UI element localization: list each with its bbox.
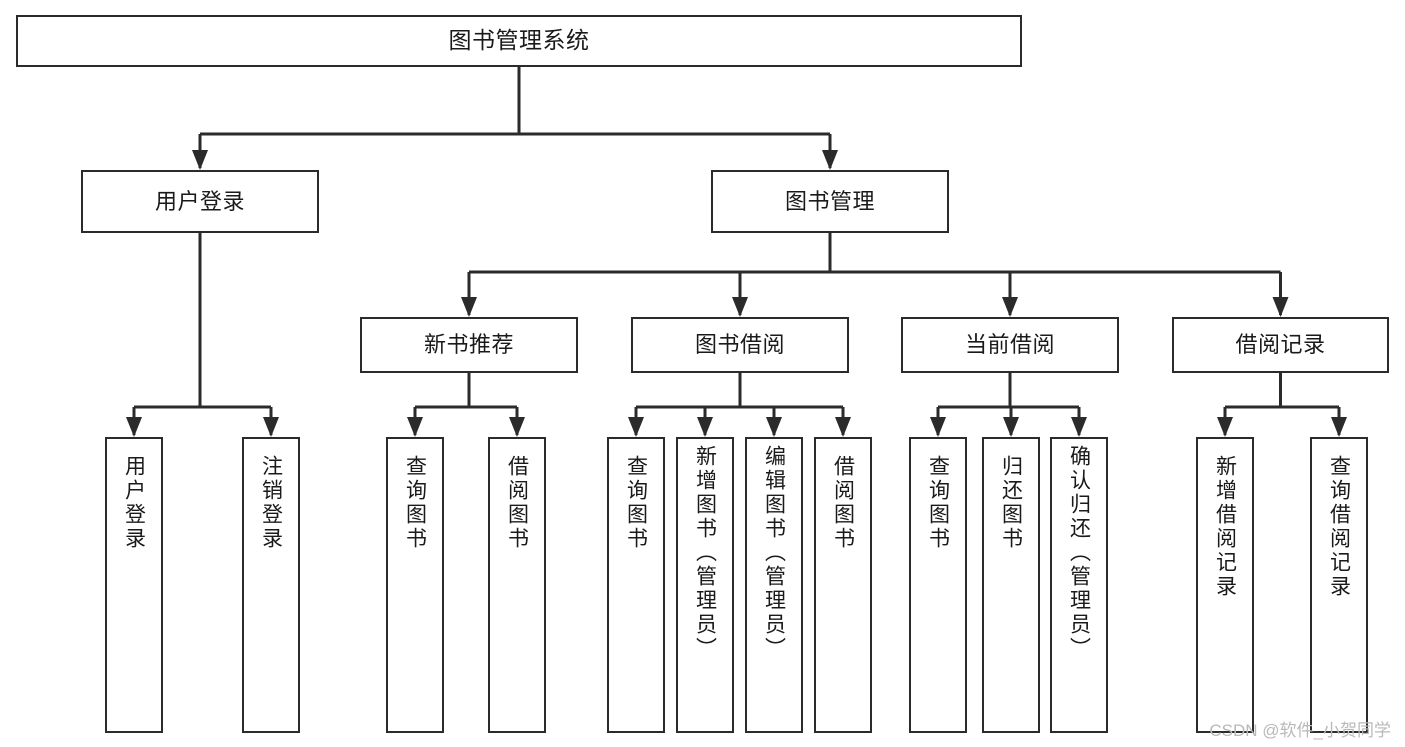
node-leaf-leaf-edit-book[interactable]: 编辑图书（管理员） bbox=[745, 437, 803, 733]
node-label: 图书管理系统 bbox=[448, 27, 590, 54]
node-root-root[interactable]: 图书管理系统 bbox=[16, 15, 1022, 67]
arrowhead-icon bbox=[461, 297, 477, 317]
node-leaf-leaf-query-book-2[interactable]: 查询图书 bbox=[607, 437, 665, 733]
node-label: 确认归还（管理员） bbox=[1067, 445, 1091, 661]
node-label: 当前借阅 bbox=[964, 332, 1055, 358]
node-label: 归还图书 bbox=[999, 455, 1023, 551]
arrowhead-icon bbox=[732, 297, 748, 317]
arrowhead-icon bbox=[766, 417, 782, 437]
node-leaf-leaf-borrow-book-2[interactable]: 借阅图书 bbox=[814, 437, 872, 733]
node-label: 新增图书（管理员） bbox=[693, 445, 717, 661]
arrowhead-icon bbox=[126, 417, 142, 437]
node-label: 图书管理 bbox=[784, 188, 875, 214]
node-leaf-leaf-user-login[interactable]: 用户登录 bbox=[105, 437, 163, 733]
node-label: 用户登录 bbox=[154, 188, 245, 214]
node-label: 新书推荐 bbox=[423, 332, 514, 358]
node-label: 查询图书 bbox=[926, 455, 950, 551]
node-leaf-leaf-query-book-1[interactable]: 查询图书 bbox=[386, 437, 444, 733]
node-category-borrow-record[interactable]: 借阅记录 bbox=[1172, 317, 1389, 373]
arrowhead-icon bbox=[1003, 417, 1019, 437]
arrowhead-icon bbox=[407, 417, 423, 437]
node-label: 用户登录 bbox=[122, 455, 146, 551]
node-leaf-leaf-return-book[interactable]: 归还图书 bbox=[982, 437, 1040, 733]
arrowhead-icon bbox=[697, 417, 713, 437]
node-label: 借阅图书 bbox=[831, 455, 855, 551]
node-category-current-borrow[interactable]: 当前借阅 bbox=[901, 317, 1119, 373]
arrowhead-icon bbox=[1071, 417, 1087, 437]
node-leaf-leaf-query-book-3[interactable]: 查询图书 bbox=[909, 437, 967, 733]
node-label: 新增借阅记录 bbox=[1213, 455, 1237, 599]
node-leaf-leaf-query-record[interactable]: 查询借阅记录 bbox=[1310, 437, 1368, 733]
node-category-book-borrow[interactable]: 图书借阅 bbox=[631, 317, 849, 373]
arrowhead-icon bbox=[1272, 297, 1289, 317]
node-label: 查询图书 bbox=[403, 455, 427, 551]
arrowhead-icon bbox=[930, 417, 946, 437]
arrowhead-icon bbox=[628, 417, 644, 437]
arrowhead-icon bbox=[509, 417, 525, 437]
node-label: 编辑图书（管理员） bbox=[762, 445, 786, 661]
node-label: 借阅图书 bbox=[505, 455, 529, 551]
arrowhead-icon bbox=[1002, 297, 1018, 317]
node-branch-book-manage[interactable]: 图书管理 bbox=[711, 170, 949, 233]
arrowhead-icon bbox=[835, 417, 851, 437]
arrowhead-icon bbox=[192, 150, 208, 170]
arrowhead-icon bbox=[1217, 417, 1233, 437]
node-leaf-leaf-user-logout[interactable]: 注销登录 bbox=[242, 437, 300, 733]
csdn-watermark: CSDN @软件_小贺同学 bbox=[1209, 721, 1391, 740]
node-category-new-book-recommend[interactable]: 新书推荐 bbox=[360, 317, 578, 373]
arrowhead-icon bbox=[263, 417, 279, 437]
node-label: 查询图书 bbox=[624, 455, 648, 551]
arrowhead-icon bbox=[1331, 417, 1347, 437]
node-leaf-leaf-add-record[interactable]: 新增借阅记录 bbox=[1196, 437, 1254, 733]
node-branch-user-login[interactable]: 用户登录 bbox=[81, 170, 319, 233]
node-leaf-leaf-confirm-return[interactable]: 确认归还（管理员） bbox=[1050, 437, 1108, 733]
arrowhead-icon bbox=[822, 150, 838, 170]
node-label: 查询借阅记录 bbox=[1327, 455, 1351, 599]
node-leaf-leaf-borrow-book-1[interactable]: 借阅图书 bbox=[488, 437, 546, 733]
node-label: 图书借阅 bbox=[694, 332, 785, 358]
node-label: 注销登录 bbox=[259, 455, 283, 551]
node-leaf-leaf-add-book[interactable]: 新增图书（管理员） bbox=[676, 437, 734, 733]
node-label: 借阅记录 bbox=[1235, 332, 1326, 358]
